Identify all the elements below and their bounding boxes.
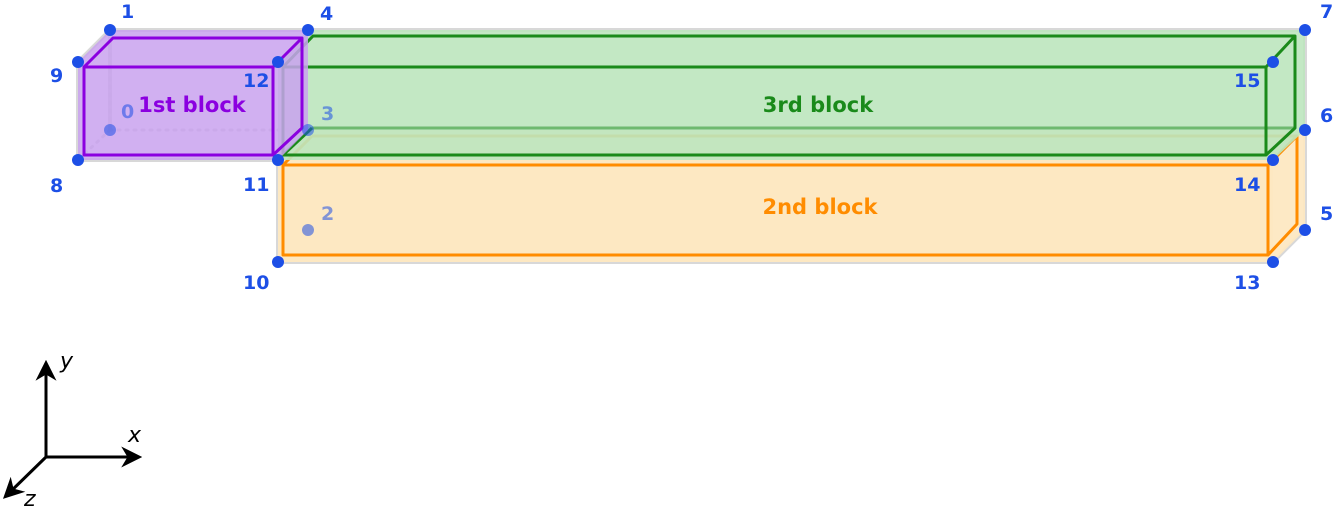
vertex-12-point [272, 56, 284, 68]
block-2-label: 2nd block [763, 195, 879, 219]
vertex-6-label: 6 [1320, 105, 1333, 127]
block-1 [78, 30, 308, 160]
vertex-2-point [302, 224, 314, 236]
vertex-0-point [104, 124, 116, 136]
vertex-1-point [104, 24, 116, 36]
vertex-5-point [1299, 224, 1311, 236]
vertex-4-label: 4 [320, 3, 333, 25]
vertex-15-label: 15 [1234, 70, 1260, 92]
vertex-11-label: 11 [243, 174, 269, 196]
block-3-label: 3rd block [763, 93, 874, 117]
z-axis-arrow [2, 455, 48, 499]
vertex-4-point [302, 24, 314, 36]
vertex-0-label: 0 [121, 101, 134, 123]
vertex-13-label: 13 [1234, 272, 1260, 294]
y-axis-label: y [59, 349, 74, 374]
vertex-9-label: 9 [50, 65, 63, 87]
vertex-1-label: 1 [121, 1, 134, 23]
vertex-8-point [72, 154, 84, 166]
axis-triad [2, 359, 143, 499]
vertex-3-point [302, 124, 314, 136]
vertex-7-label: 7 [1320, 1, 1333, 23]
vertex-14-label: 14 [1234, 174, 1260, 196]
vertex-5-label: 5 [1320, 203, 1333, 225]
vertex-8-label: 8 [50, 175, 63, 197]
vertex-15-point [1267, 56, 1279, 68]
block-1-label: 1st block [138, 93, 247, 117]
vertex-6-point [1299, 124, 1311, 136]
vertex-points [72, 24, 1311, 268]
vertex-2-label: 2 [321, 203, 334, 225]
vertex-9-point [72, 56, 84, 68]
vertex-10-label: 10 [243, 272, 269, 294]
vertex-11-point [272, 154, 284, 166]
vertex-14-point [1267, 154, 1279, 166]
vertex-3-label: 3 [321, 103, 334, 125]
vertex-7-point [1299, 24, 1311, 36]
z-axis-label: z [23, 487, 36, 509]
x-axis-label: x [127, 423, 142, 448]
vertex-13-point [1267, 256, 1279, 268]
vertex-12-label: 12 [243, 70, 269, 92]
vertex-10-point [272, 256, 284, 268]
